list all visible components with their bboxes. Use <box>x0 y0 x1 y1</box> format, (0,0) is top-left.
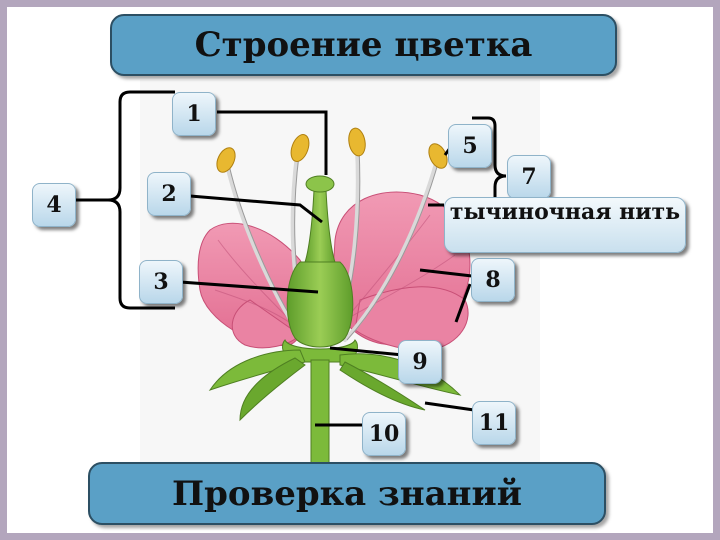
label-8-button[interactable]: 8 <box>471 258 515 302</box>
slide-title: Строение цветка <box>110 14 617 76</box>
sepal-right-outer <box>339 361 426 411</box>
label-11-button[interactable]: 11 <box>472 401 516 445</box>
check-knowledge-button[interactable]: Проверка знаний <box>88 462 606 525</box>
anther-1 <box>216 147 236 173</box>
label-9-button[interactable]: 9 <box>398 340 442 384</box>
label-4-button[interactable]: 4 <box>32 183 76 227</box>
label-1-button[interactable]: 1 <box>172 92 216 136</box>
stigma <box>305 175 335 193</box>
petal-right-lower <box>354 286 469 351</box>
label-2-button[interactable]: 2 <box>147 172 191 216</box>
anther-2 <box>290 134 310 162</box>
label-5-button[interactable]: 5 <box>448 124 492 168</box>
stamen-filament-term[interactable]: тычиночная нить <box>444 197 686 253</box>
label-3-button[interactable]: 3 <box>139 260 183 304</box>
petal-left-lower <box>231 299 301 349</box>
ovary <box>286 261 354 348</box>
bracket-stamen <box>472 116 507 200</box>
anther-3 <box>348 127 366 157</box>
peduncle <box>310 359 330 471</box>
leader-lines <box>179 110 484 427</box>
label-10-button[interactable]: 10 <box>362 412 406 456</box>
sepal-left-outer <box>239 357 306 422</box>
label-7-button[interactable]: 7 <box>507 155 551 199</box>
